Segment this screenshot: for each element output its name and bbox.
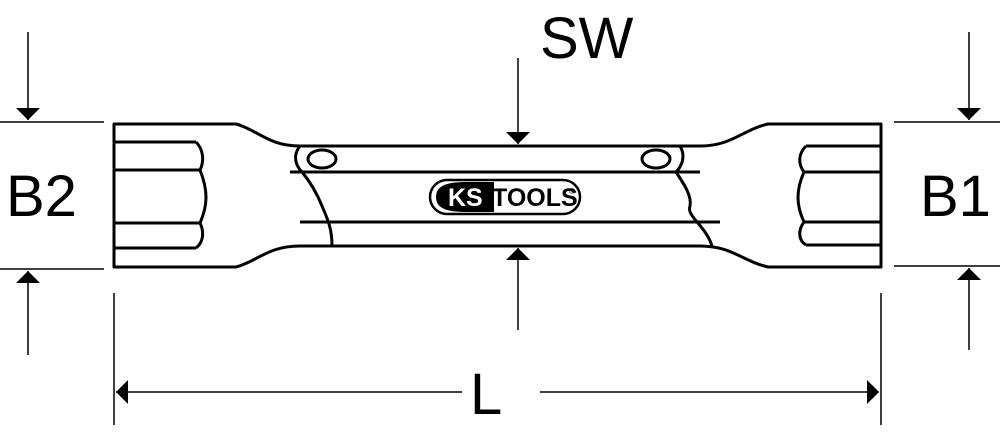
tube-lines bbox=[290, 170, 720, 224]
b2-dimension bbox=[0, 32, 104, 355]
b1-label: B1 bbox=[920, 164, 991, 229]
b2-label: B2 bbox=[6, 164, 77, 229]
left-hole bbox=[306, 148, 338, 170]
right-hole bbox=[640, 148, 672, 170]
ks-tools-logo: KS TOOLS ® bbox=[428, 178, 582, 216]
left-socket-facets bbox=[114, 140, 208, 250]
right-seam bbox=[674, 145, 714, 247]
wrench-outline bbox=[112, 122, 883, 269]
l-dimension bbox=[113, 293, 882, 425]
l-label: L bbox=[470, 362, 502, 427]
logo-tools-text: TOOLS bbox=[492, 184, 578, 212]
sw-label: SW bbox=[540, 6, 634, 71]
logo-ks-text: KS bbox=[448, 184, 483, 212]
right-socket-facets bbox=[796, 144, 881, 247]
left-seam bbox=[294, 145, 334, 247]
wrench-body bbox=[112, 122, 883, 269]
logo-registered-mark: ® bbox=[569, 187, 575, 196]
b1-dimension bbox=[894, 32, 1000, 350]
